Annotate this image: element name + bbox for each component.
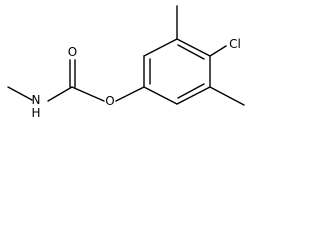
bond-carbonyl-ester-o (71, 86, 105, 102)
bond-methyl-n (7, 86, 33, 101)
chemical-structure: O N H O Cl (7, 5, 245, 120)
ring-bond-c6-c1 (143, 86, 178, 105)
atom-hydrogen: H (31, 106, 40, 120)
atom-nitrogen: N (32, 93, 41, 107)
ring-bond-c5-c6 (176, 86, 211, 105)
ring-bond-c3-c4 (176, 38, 211, 57)
ring-bond-c3-c4-inner (177, 44, 205, 60)
bond-ring-cl (209, 45, 227, 57)
ring-bond-c5-c6-inner (177, 83, 205, 99)
bond-ester-o-ring (115, 86, 145, 102)
atom-oxygen-ester: O (105, 94, 114, 108)
ring-bond-c2-c3 (143, 38, 178, 57)
atom-oxygen-carbonyl: O (68, 45, 77, 59)
atom-chlorine: Cl (229, 37, 241, 51)
bond-n-carbonyl-carbon (47, 86, 73, 102)
bond-methyl-bottom (209, 86, 245, 106)
